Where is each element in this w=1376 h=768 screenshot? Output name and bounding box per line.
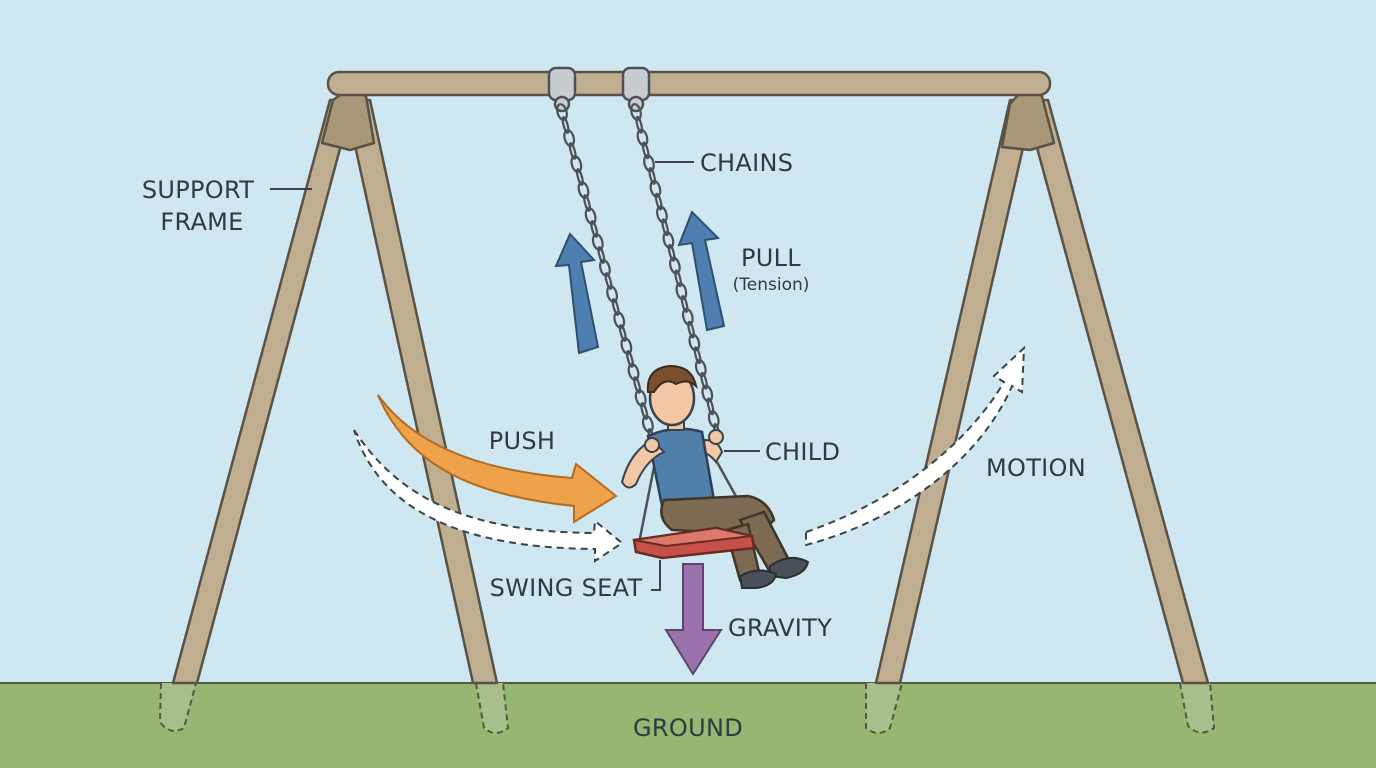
chain-link <box>590 220 599 238</box>
chain-link <box>570 155 583 173</box>
buried-leg-3 <box>865 682 903 734</box>
chain-link <box>584 207 597 225</box>
chain-link <box>643 154 655 173</box>
label-child: CHILD <box>765 438 840 466</box>
label-ground: GROUND <box>633 714 743 742</box>
chain-link <box>597 246 606 264</box>
chain-link <box>648 167 657 185</box>
motion-arrow-right <box>805 345 1026 547</box>
chain-link <box>583 194 592 212</box>
child-hand-back <box>708 429 724 445</box>
child <box>620 364 810 589</box>
chain-link <box>674 269 682 288</box>
chain-link <box>694 359 707 377</box>
swing-seat <box>632 526 756 560</box>
chain-link <box>611 298 620 316</box>
label-push: PUSH <box>489 427 556 455</box>
child-shoe-back <box>738 569 778 589</box>
chain-link <box>620 337 633 355</box>
chain-link <box>625 350 634 368</box>
buried-leg-2 <box>475 682 510 734</box>
chain-link <box>681 307 694 326</box>
label-support-frame-line1: SUPPORT <box>142 176 254 204</box>
chain-link <box>667 243 676 262</box>
chain-link <box>661 218 670 237</box>
gravity-arrow <box>664 563 723 676</box>
label-support-frame-line2: FRAME <box>160 208 243 236</box>
chain-link <box>640 402 649 420</box>
ground <box>0 682 1376 768</box>
chain-link <box>641 141 650 160</box>
label-tension: (Tension) <box>733 275 810 295</box>
top-beam <box>326 70 1052 97</box>
chain-link <box>613 311 626 329</box>
leader-lines <box>270 161 760 591</box>
chain-link <box>654 192 663 211</box>
chain-right <box>630 103 721 441</box>
label-chains: CHAINS <box>700 149 793 177</box>
chain-link <box>687 320 695 339</box>
label-pull: PULL <box>741 244 801 272</box>
chain-link <box>636 128 649 147</box>
pull-arrows <box>554 210 726 355</box>
label-gravity: GRAVITY <box>728 614 832 642</box>
chain-link <box>556 103 568 121</box>
leader-swing-seat <box>651 560 661 591</box>
chain-link <box>577 181 590 199</box>
buried-leg-4 <box>1179 682 1216 734</box>
chain-link <box>688 333 701 352</box>
chain-link <box>649 179 662 198</box>
chain-link <box>561 116 570 134</box>
child-hair <box>646 364 698 393</box>
chain-link <box>591 233 604 251</box>
chain-link <box>700 371 708 390</box>
chain-link <box>563 129 576 147</box>
child-shoe-front <box>769 556 810 580</box>
pull-arrow-left <box>554 232 600 355</box>
chain-link <box>627 363 640 381</box>
motion-arrow-left <box>353 429 624 563</box>
chain-link <box>575 168 584 186</box>
chain-link <box>633 376 642 394</box>
support-frame <box>171 70 1210 685</box>
push-arrow <box>377 394 618 524</box>
label-swing-seat: SWING SEAT <box>490 574 643 602</box>
label-motion: MOTION <box>986 454 1086 482</box>
chain-link <box>706 397 715 416</box>
chain-link <box>606 285 619 303</box>
buried-leg-1 <box>158 682 197 732</box>
chain-link <box>618 324 627 342</box>
chain-link <box>693 346 702 365</box>
chain-link <box>662 231 675 249</box>
chain-link <box>680 295 689 313</box>
child-hand-front <box>644 437 660 453</box>
chain-link <box>568 142 577 160</box>
chain-link <box>604 272 613 290</box>
chain-link <box>641 415 654 433</box>
chain-link <box>668 256 681 275</box>
labels: SUPPORT FRAME CHAINS PULL (Tension) PUSH… <box>142 149 1086 742</box>
chain-link <box>634 389 647 407</box>
chain-link <box>598 259 611 277</box>
chain-link <box>630 103 642 121</box>
chain-link <box>707 410 720 429</box>
chain-link <box>701 384 714 403</box>
chain-link <box>656 205 668 224</box>
pull-arrow-right <box>677 210 726 332</box>
chain-link <box>635 115 644 134</box>
chain-link <box>675 282 688 301</box>
frame-joint-right <box>1000 86 1056 152</box>
